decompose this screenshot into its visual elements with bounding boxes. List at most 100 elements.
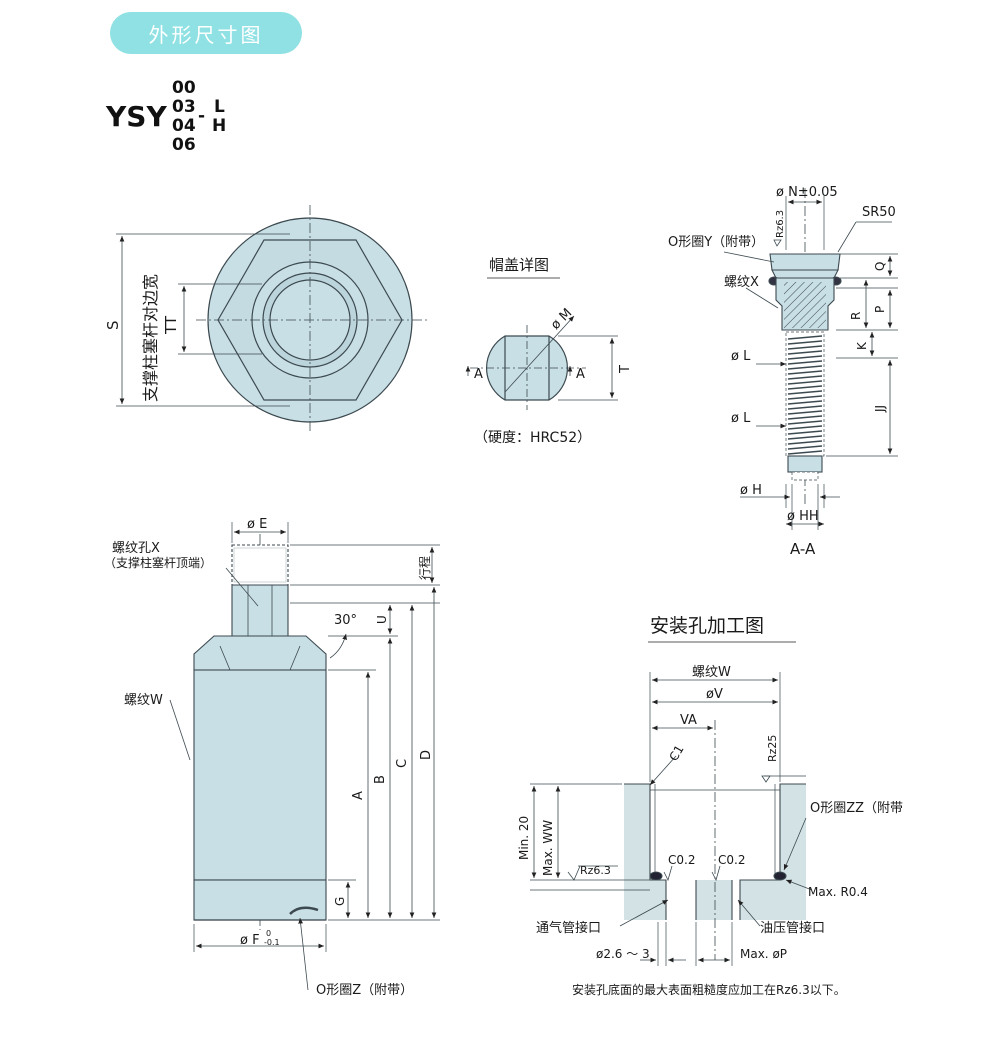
roughness-wall: Rz25 [766, 735, 779, 762]
main-body [193, 669, 327, 881]
cap-detail-shape [465, 315, 618, 410]
oil-port-label: 油压管接口 [760, 920, 825, 936]
max-radius: Max. R0.4 [808, 885, 868, 899]
spring-coil [787, 395, 823, 400]
section-mark-right: A [576, 367, 585, 382]
spring-coil [787, 425, 823, 430]
cap-detail-title: 帽盖详图 [489, 256, 549, 274]
section-title: 外形尺寸图 [148, 22, 264, 47]
dim-k: K [855, 341, 869, 350]
dim-u: U [375, 615, 389, 624]
spring-coil [787, 345, 823, 350]
model-code: 00 [172, 78, 196, 98]
oring-z-label: O形圈Z（附带） [316, 983, 413, 998]
thread-hole-note: （支撑柱塞杆顶端） [104, 555, 212, 570]
install-title: 安装孔加工图 [650, 615, 764, 637]
top-view [116, 205, 428, 432]
spring-coil [787, 405, 823, 410]
tol-upper: 0 [266, 929, 271, 938]
dim-d: D [419, 750, 434, 760]
chamfer-c1: C1 [666, 743, 686, 764]
dim-s: S [104, 320, 122, 330]
install-dim-v: øV [706, 687, 723, 702]
dim-a: A [351, 791, 366, 800]
dim-hh: ø HH [787, 509, 819, 524]
install-dim-va: VA [680, 713, 697, 728]
dim-g: G [333, 897, 347, 906]
spring-coil [787, 420, 823, 425]
stroke-label: 行程 [417, 556, 432, 580]
spring-coil [787, 445, 823, 450]
angle-label: 30° [334, 613, 357, 628]
spring-coil [787, 430, 823, 435]
thread-w-label: 螺纹W [124, 693, 163, 708]
model-prefix: YSY [106, 100, 167, 133]
vent-port-label: 通气管接口 [536, 920, 601, 936]
dim-tt: TT [162, 315, 180, 335]
dim-l-lower: ø L [731, 411, 751, 426]
install-note: 安装孔底面的最大表面粗糙度应加工在Rz6.3以下。 [572, 982, 846, 997]
oring-y-label: O形圈Y（附带） [668, 235, 764, 250]
dim-h: ø H [740, 483, 762, 498]
model-dash: - [198, 106, 206, 126]
spring-coil [787, 365, 823, 370]
dim-m: ø M [548, 306, 575, 333]
model-suffix: L [214, 97, 225, 117]
model-suffix: H [212, 116, 227, 136]
dim-c: C [395, 759, 410, 768]
spring-coil [787, 370, 823, 375]
install-hole [530, 672, 813, 966]
side-view [169, 522, 440, 991]
port-diameter: Max. øP [740, 947, 787, 961]
section-caption: A-A [790, 540, 816, 558]
dim-b: B [373, 775, 388, 784]
dim-jj: JJ [873, 405, 887, 413]
spring-coil [787, 410, 823, 415]
thread-x-label: 螺纹X [724, 275, 759, 290]
roughness-bottom: Rz6.3 [580, 864, 611, 877]
chamfer-right: C0.2 [718, 853, 745, 867]
spring-coil [787, 390, 823, 395]
section-mark-left: A [474, 367, 483, 382]
spring-coil [787, 435, 823, 440]
dim-t: T [618, 365, 633, 374]
tol-lower: -0.1 [264, 938, 280, 947]
spring-coil [787, 440, 823, 445]
dim-q: Q [873, 262, 887, 271]
spring-coil [787, 340, 823, 345]
spring-coil [787, 450, 823, 455]
dim-e: ø E [247, 517, 267, 532]
dim-n: ø N±0.05 [776, 185, 838, 200]
model-code: 03 [172, 97, 196, 117]
spring-coil [787, 360, 823, 365]
plunger-rod [231, 544, 289, 586]
oring-zz-label: O形圈ZZ（附带 [810, 801, 903, 816]
hardness-note: （硬度：HRC52） [474, 430, 591, 446]
model-code: 06 [172, 135, 196, 155]
chamfer-left: C0.2 [668, 853, 695, 867]
spring-coil [787, 415, 823, 420]
install-thread-w: 螺纹W [692, 665, 731, 680]
dim-p: P [873, 306, 887, 313]
section-a-a [723, 188, 898, 530]
spring-coil [787, 335, 823, 340]
rod-width-caption: 支撑柱塞杆对边宽 [141, 274, 160, 402]
dim-r: R [849, 312, 863, 320]
spring-coil [787, 400, 823, 405]
dim-l-upper: ø L [731, 349, 751, 364]
section-title-pill: 外形尺寸图 [110, 12, 302, 54]
dim-f: ø F [240, 933, 260, 948]
roughness-cap: Rz6.3 [775, 210, 786, 238]
vent-diameter: ø2.6 ～ 3 [596, 947, 650, 961]
spring-coil [787, 375, 823, 380]
spring-coil [787, 355, 823, 360]
spring-coil [787, 380, 823, 385]
min-depth: Min. 20 [517, 816, 531, 860]
spring-coil [787, 350, 823, 355]
thread-hole-label: 螺纹孔X [112, 541, 160, 556]
dim-sr: SR50 [862, 205, 896, 220]
max-depth: Max. WW [541, 820, 555, 876]
model-code: 04 [172, 116, 196, 136]
spring-coil [787, 385, 823, 390]
